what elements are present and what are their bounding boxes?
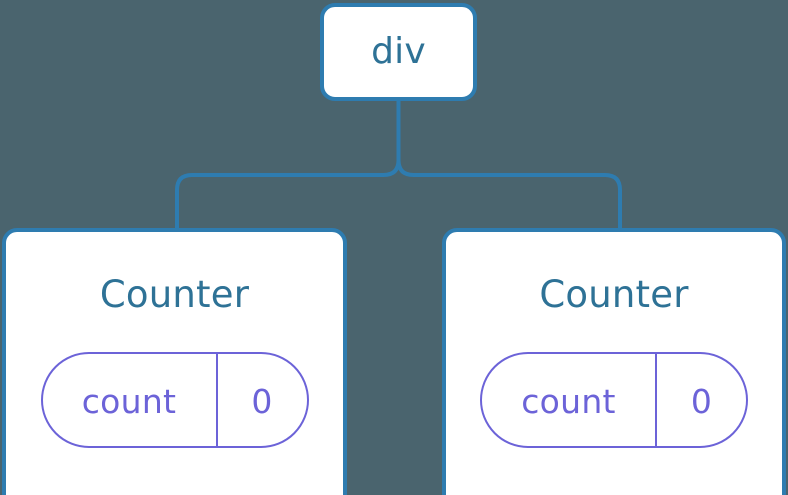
state-pill-counter-1[interactable]: count 0 [480,352,748,448]
node-div[interactable]: div [320,3,477,101]
node-counter-0-label: Counter [99,273,250,316]
node-counter-0[interactable]: Counter count 0 [2,228,347,495]
node-counter-1[interactable]: Counter count 0 [442,228,786,495]
state-value-cell-1: 0 [657,354,746,446]
state-pill-counter-0[interactable]: count 0 [40,352,309,448]
node-div-label: div [371,31,426,72]
state-key-cell-1: count [482,354,657,446]
node-counter-1-label: Counter [539,273,689,316]
state-key-cell-0: count [43,354,218,446]
state-value-label-1: 0 [690,381,713,421]
connector-edge-left [175,100,401,230]
state-value-cell-0: 0 [218,354,307,446]
state-value-label-0: 0 [251,381,273,421]
connector-edge-right [396,100,622,230]
state-key-label-1: count [521,381,616,421]
state-key-label-0: count [81,381,177,421]
